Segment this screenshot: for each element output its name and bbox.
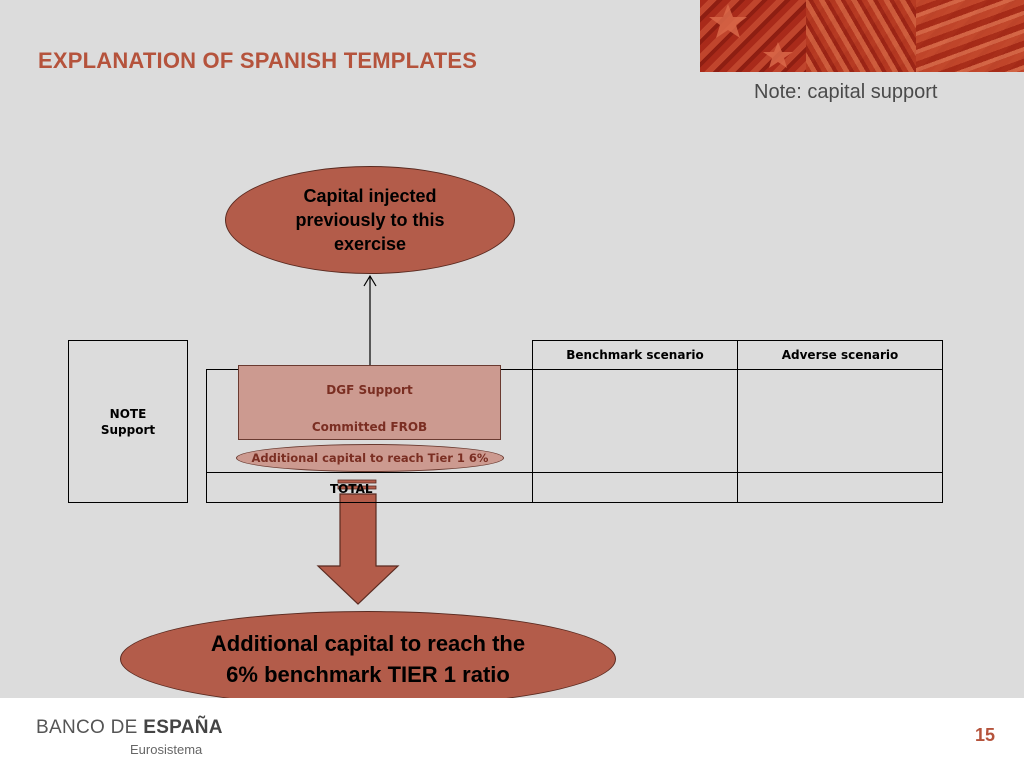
table-total-adverse (737, 472, 943, 503)
star-icon (709, 4, 793, 68)
additional-capital-benchmark-ellipse: Additional capital to reach the 6% bench… (120, 611, 616, 707)
note-box-line2: Support (100, 422, 156, 437)
table-cell-adverse (737, 369, 943, 473)
down-arrow (316, 493, 400, 605)
note-support-box: NOTE Support (68, 340, 188, 503)
capital-injected-ellipse: Capital injected previously to this exer… (225, 166, 515, 274)
subtitle-note: Note: capital support (754, 81, 938, 103)
table-cell-benchmark (532, 369, 738, 473)
eurosistema-label: Eurosistema (130, 742, 203, 757)
logo-text-part1: BANCO DE (36, 717, 144, 738)
column-header-benchmark: Benchmark scenario (532, 340, 738, 370)
total-label: TOTAL (330, 482, 373, 496)
flag-banner-image (700, 0, 1024, 72)
note-box-line1: NOTE (109, 406, 147, 421)
footer-bar (0, 698, 1024, 768)
committed-frob-label: Committed FROB (311, 420, 428, 434)
dgf-support-box: DGF Support Committed FROB (238, 365, 501, 440)
logo-text-part2: ESPAÑA (143, 717, 223, 738)
additional-capital-tier1-ellipse: Additional capital to reach Tier 1 6% (236, 444, 504, 472)
slide-title: EXPLANATION OF SPANISH TEMPLATES (38, 48, 478, 73)
page-number: 15 (975, 725, 996, 745)
table-total-benchmark (532, 472, 738, 503)
dgf-support-label: DGF Support (326, 383, 413, 397)
banco-de-espana-logo: BANCO DE ESPAÑA (36, 717, 223, 739)
column-header-adverse: Adverse scenario (737, 340, 943, 370)
up-arrow-head (363, 274, 377, 287)
